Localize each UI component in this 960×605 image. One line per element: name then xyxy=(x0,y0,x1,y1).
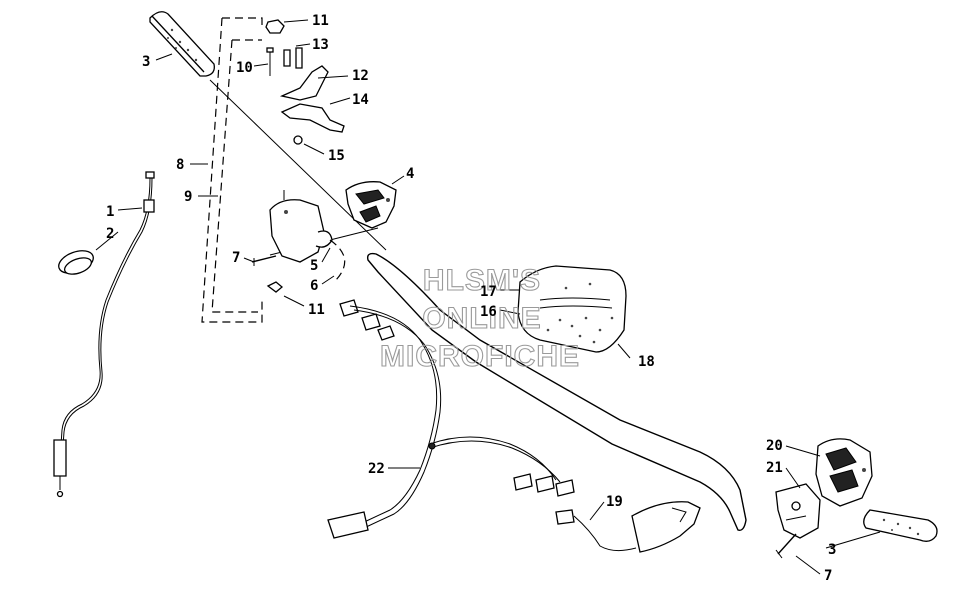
screw-7-right xyxy=(775,533,797,559)
handlebar-pad xyxy=(517,265,627,353)
callout-12: 12 xyxy=(352,68,369,84)
callout-20: 20 xyxy=(766,438,783,454)
nut-11-top xyxy=(265,19,285,34)
callout-7-right: 7 xyxy=(824,568,832,584)
arc-5-6 xyxy=(329,239,346,281)
spring-15 xyxy=(293,135,303,145)
lever-12 xyxy=(279,65,329,101)
pins-13 xyxy=(283,47,303,69)
watermark-line-3: MICROFICHE xyxy=(380,340,580,373)
watermark-line-2: ONLINE xyxy=(422,302,541,335)
callout-9: 9 xyxy=(184,189,192,205)
right-grip xyxy=(863,509,938,542)
right-switch-housing xyxy=(815,438,873,507)
callout-10: 10 xyxy=(236,60,253,76)
callout-8: 8 xyxy=(176,157,184,173)
callout-15: 15 xyxy=(328,148,345,164)
watermark: HLSM'S ONLINE MICROFICHE xyxy=(379,263,580,373)
callout-11-top: 11 xyxy=(312,13,329,29)
callout-17: 17 xyxy=(480,284,497,300)
callout-21: 21 xyxy=(766,460,783,476)
callout-2: 2 xyxy=(106,226,114,242)
callout-22: 22 xyxy=(368,461,385,477)
callout-labels: 3 11 13 10 12 14 15 8 9 4 1 2 7 5 6 11 1… xyxy=(106,13,836,584)
washer-11-bottom xyxy=(266,281,284,293)
callout-13: 13 xyxy=(312,37,329,53)
callout-19: 19 xyxy=(606,494,623,510)
callout-5: 5 xyxy=(310,258,318,274)
callout-3-right-grip: 3 xyxy=(828,542,836,558)
clip-2 xyxy=(58,250,94,275)
switch-base-21 xyxy=(775,483,821,539)
callout-6: 6 xyxy=(310,278,318,294)
wiring-harness xyxy=(327,299,575,539)
callout-16: 16 xyxy=(480,304,497,320)
switch-housing-4 xyxy=(345,181,397,229)
callout-1: 1 xyxy=(106,204,114,220)
handlebar xyxy=(366,252,747,531)
callout-14: 14 xyxy=(352,92,369,108)
left-switch-housing xyxy=(269,190,333,263)
assembly-bracket xyxy=(201,17,263,323)
left-grip xyxy=(149,11,215,77)
switch-14 xyxy=(280,103,345,133)
connector-19 xyxy=(555,501,701,553)
callout-18: 18 xyxy=(638,354,655,370)
screw-10 xyxy=(266,47,274,76)
callout-11-bottom: 11 xyxy=(308,302,325,318)
watermark-line-1: HLSM'S xyxy=(423,264,541,297)
throttle-cable xyxy=(53,171,155,498)
callout-7-left: 7 xyxy=(232,250,240,266)
callout-4: 4 xyxy=(406,166,414,182)
screw-7-left xyxy=(251,255,277,266)
callout-3-left-grip: 3 xyxy=(142,54,150,70)
leader-lines xyxy=(95,19,881,575)
